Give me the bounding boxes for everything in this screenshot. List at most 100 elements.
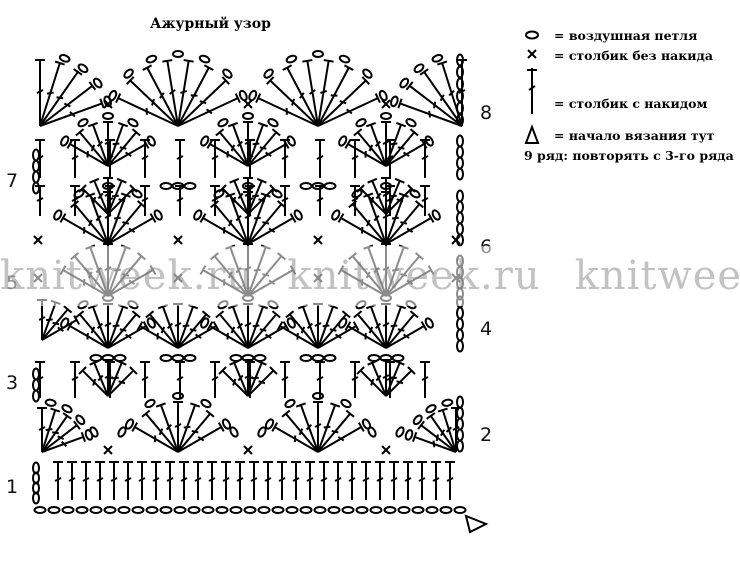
double-crochet bbox=[285, 310, 319, 349]
double-crochet bbox=[333, 461, 343, 500]
double-crochet bbox=[78, 184, 109, 215]
start-marker bbox=[464, 514, 489, 534]
chain-stitch bbox=[271, 506, 285, 514]
double-crochet bbox=[353, 128, 387, 167]
double-crochet bbox=[365, 122, 387, 167]
chain-stitch bbox=[257, 426, 267, 438]
double-crochet bbox=[126, 76, 179, 127]
double-crochet bbox=[317, 310, 351, 349]
double-crochet bbox=[317, 321, 360, 349]
chain-stitch bbox=[338, 54, 351, 64]
chain-stitch bbox=[380, 112, 392, 120]
chain-stitch bbox=[33, 506, 47, 514]
double-crochet bbox=[381, 303, 391, 348]
chain-stitch bbox=[58, 54, 71, 63]
chain-stitch bbox=[383, 506, 397, 514]
double-crochet bbox=[35, 185, 45, 216]
chain-stitch bbox=[456, 428, 464, 442]
double-crochet bbox=[136, 321, 179, 349]
double-crochet bbox=[109, 461, 119, 500]
chain-stitch bbox=[285, 506, 299, 514]
double-crochet bbox=[177, 310, 211, 349]
double-crochet bbox=[175, 139, 185, 178]
chain-stitch bbox=[456, 317, 464, 331]
double-crochet bbox=[41, 412, 72, 453]
row-number-3: 3 bbox=[6, 372, 19, 394]
chain-stitch bbox=[323, 182, 337, 190]
single-crochet bbox=[381, 99, 391, 109]
chain-stitch bbox=[312, 392, 324, 400]
double-crochet bbox=[385, 321, 428, 349]
double-crochet bbox=[385, 184, 416, 215]
double-crochet bbox=[420, 361, 430, 398]
chain-stitch bbox=[456, 395, 464, 409]
chain-stitch bbox=[412, 414, 423, 426]
double-crochet bbox=[41, 315, 81, 341]
double-crochet bbox=[420, 139, 430, 178]
double-crochet bbox=[266, 76, 319, 127]
double-crochet bbox=[412, 431, 457, 453]
chain-stitch bbox=[201, 506, 215, 514]
chain-stitch bbox=[331, 209, 341, 221]
chain-stitch bbox=[117, 426, 127, 438]
chain-stitch bbox=[341, 506, 355, 514]
double-crochet bbox=[302, 59, 319, 127]
double-crochet bbox=[437, 407, 457, 453]
chain-stitch bbox=[267, 118, 279, 128]
double-crochet bbox=[37, 299, 47, 340]
double-crochet bbox=[247, 200, 286, 245]
row-number-2: 2 bbox=[480, 424, 493, 446]
chain-stitch bbox=[102, 112, 114, 120]
chain-stitch bbox=[439, 506, 453, 514]
chain-stitch bbox=[77, 118, 89, 128]
double-crochet bbox=[177, 64, 214, 127]
chain-stitch bbox=[131, 506, 145, 514]
double-crochet bbox=[175, 185, 185, 216]
chain-stitch bbox=[113, 354, 127, 362]
chain-stitch bbox=[284, 398, 296, 409]
chain-stitch bbox=[75, 414, 86, 426]
double-crochet bbox=[107, 310, 141, 349]
double-crochet bbox=[347, 461, 357, 500]
double-crochet bbox=[177, 59, 194, 127]
chain-stitch bbox=[286, 135, 296, 147]
double-crochet-icon bbox=[527, 68, 537, 114]
double-crochet bbox=[131, 422, 179, 453]
double-crochet bbox=[221, 461, 231, 500]
chain-stitch bbox=[378, 89, 388, 102]
chain-stitch bbox=[327, 506, 341, 514]
double-crochet bbox=[385, 139, 395, 178]
double-crochet bbox=[356, 184, 387, 215]
chain-stitch bbox=[299, 506, 313, 514]
single-crochet bbox=[313, 235, 323, 245]
single-crochet bbox=[173, 235, 183, 245]
chain-stitch bbox=[200, 317, 210, 329]
double-crochet bbox=[177, 409, 215, 453]
double-crochet bbox=[70, 361, 80, 398]
double-crochet bbox=[350, 185, 360, 216]
chain-stitch bbox=[146, 135, 156, 147]
double-crochet bbox=[162, 59, 179, 127]
double-crochet bbox=[313, 401, 323, 452]
double-crochet bbox=[403, 461, 413, 500]
double-crochet bbox=[317, 402, 341, 453]
chain-stitch bbox=[311, 354, 325, 362]
chain-stitch bbox=[243, 506, 257, 514]
chain-stitch bbox=[405, 118, 417, 128]
chain-stitch bbox=[200, 398, 212, 409]
double-crochet bbox=[417, 420, 457, 453]
chain-stitch bbox=[340, 398, 352, 409]
double-crochet bbox=[417, 461, 427, 500]
chain-stitch bbox=[395, 426, 405, 438]
double-crochet bbox=[344, 321, 387, 349]
row-number-1: 1 bbox=[6, 476, 19, 498]
chain-stitch bbox=[409, 189, 421, 199]
chain-stitch bbox=[215, 506, 229, 514]
chain-stitch bbox=[362, 68, 373, 79]
chain-stitch bbox=[338, 135, 348, 147]
chain-stitch bbox=[424, 135, 434, 147]
chain-stitch bbox=[286, 317, 296, 329]
start-marker-icon bbox=[524, 124, 540, 144]
chain-stitch bbox=[103, 95, 112, 108]
chain-stitch bbox=[123, 68, 134, 79]
